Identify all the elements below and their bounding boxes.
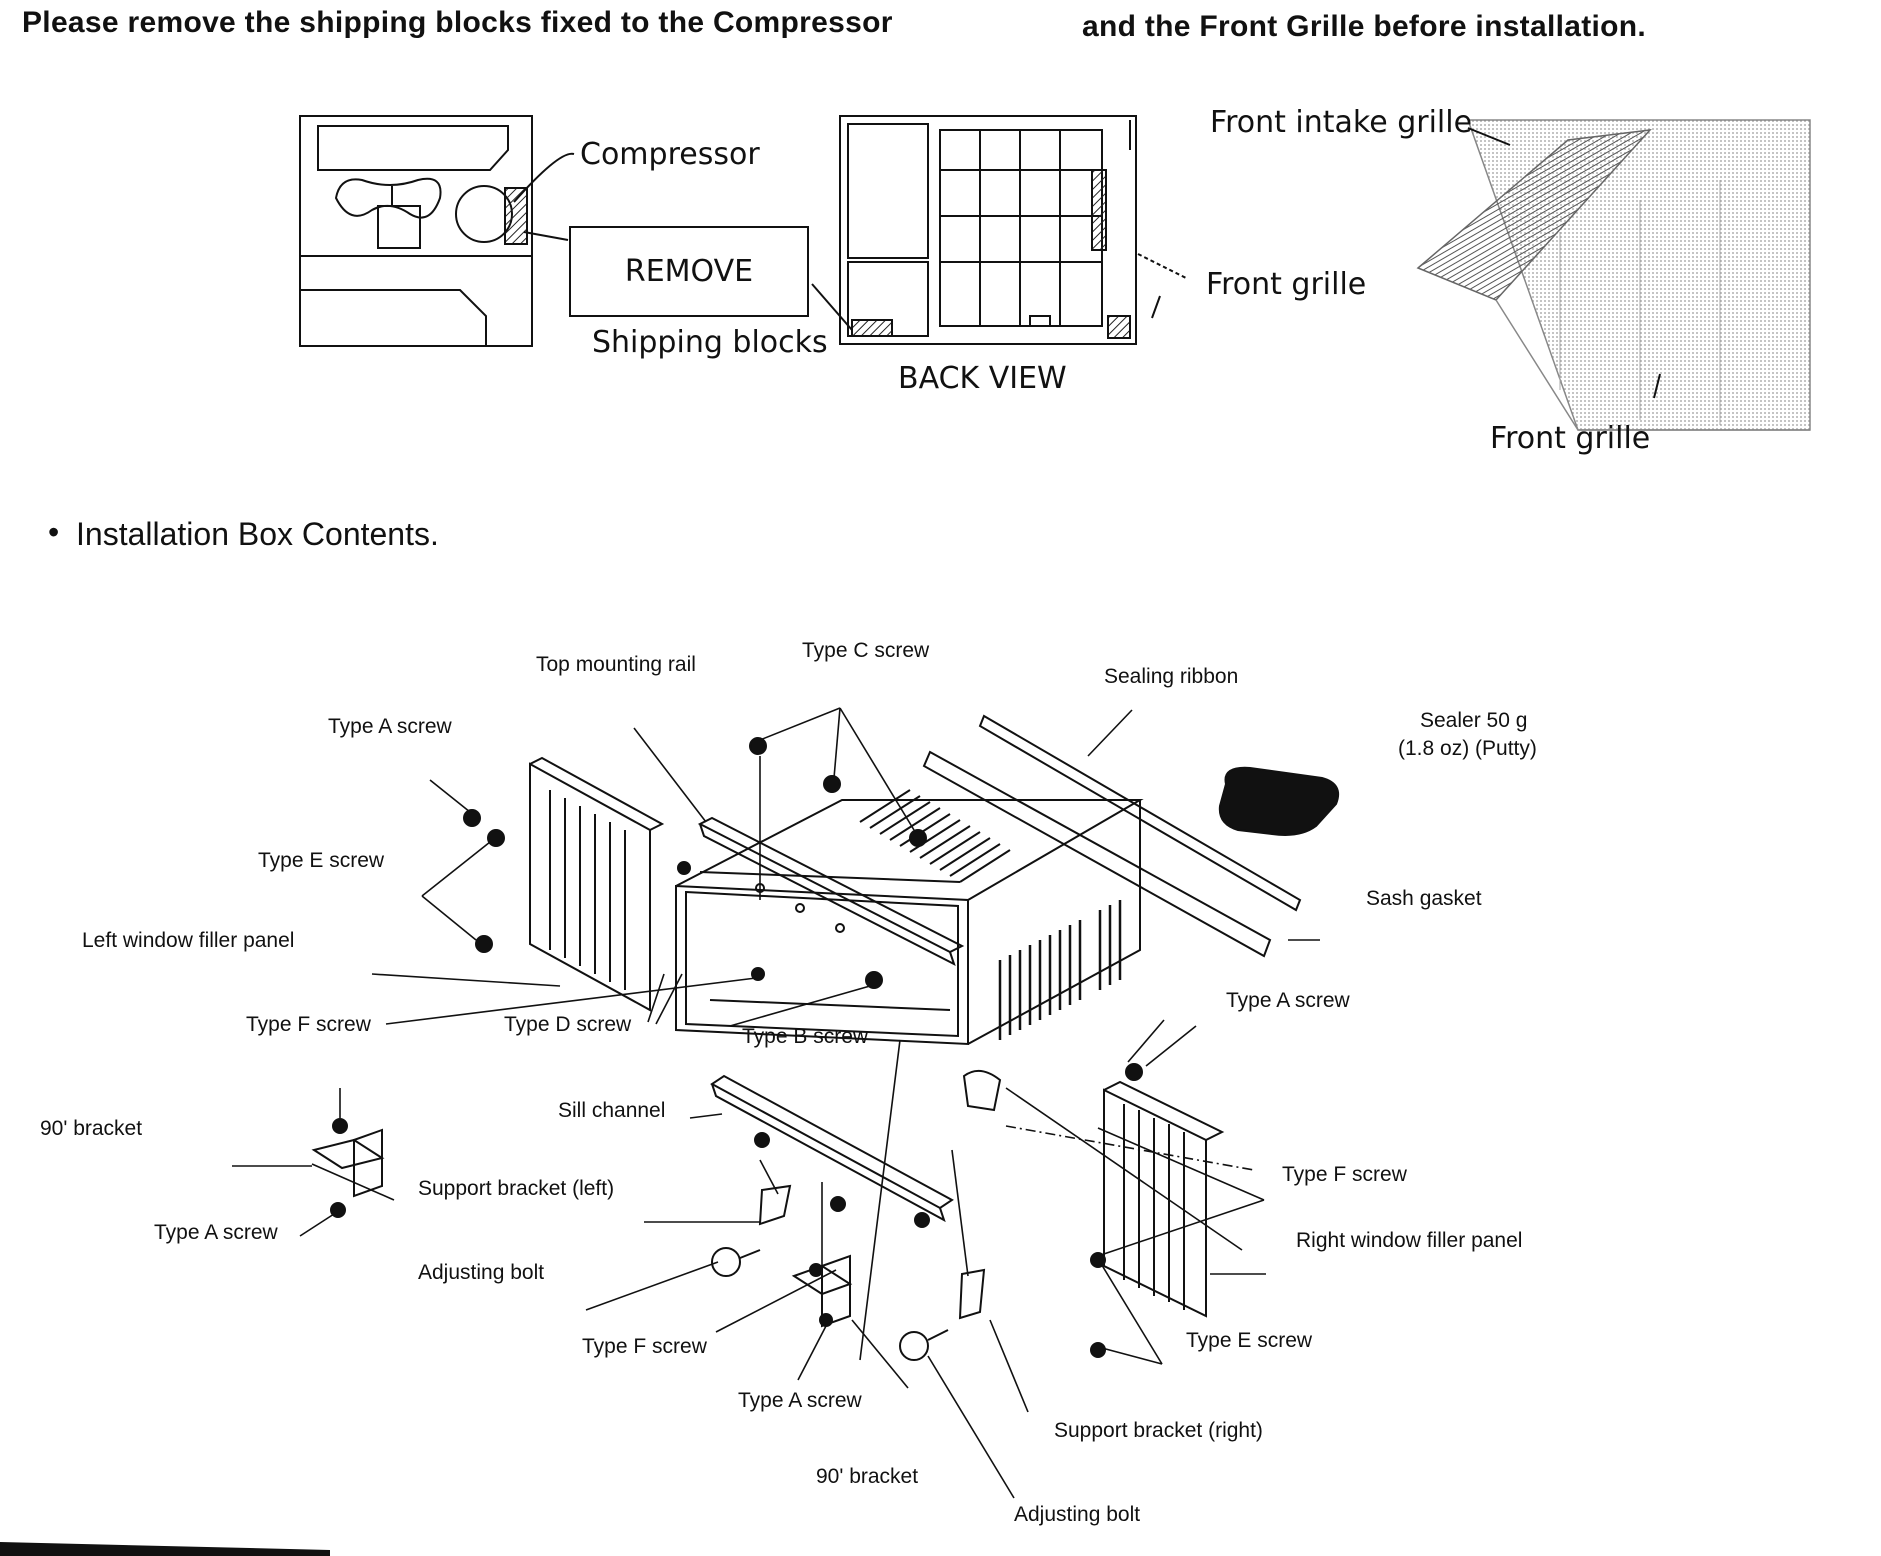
label-front-grille-bottom: Front grille: [1490, 421, 1651, 456]
sealer-putty-drawing: [1218, 766, 1340, 836]
left-filler-panel-drawing: [529, 756, 665, 1012]
leader-lines: [232, 707, 1320, 1499]
section-bullet: •: [48, 514, 60, 550]
label-front-grille-side: Front grille: [1206, 267, 1367, 302]
label-type-c-screw: Type C screw: [802, 639, 930, 662]
label-left-window-filler-panel: Left window filler panel: [82, 929, 295, 952]
label-adjusting-bolt-left: Adjusting bolt: [418, 1261, 545, 1284]
label-type-e-screw-left: Type E screw: [258, 849, 385, 872]
label-type-a-screw-top-left: Type A screw: [328, 715, 452, 738]
label-type-d-screw: Type D screw: [504, 1013, 632, 1036]
scan-edge-shadow: [0, 1542, 330, 1556]
air-conditioner-body: [675, 789, 1144, 1046]
bracket-90-drawings: [311, 1128, 853, 1328]
label-type-a-screw-bottom: Type A screw: [738, 1389, 862, 1412]
label-type-e-screw-right: Type E screw: [1186, 1329, 1313, 1352]
label-90-bracket-bottom: 90' bracket: [816, 1465, 919, 1488]
top-mounting-rail-drawing: [697, 816, 965, 967]
label-sealer-line1: Sealer 50 g: [1420, 709, 1528, 732]
sill-channel-drawing: [710, 1074, 954, 1223]
label-type-a-screw-bottom-left: Type A screw: [154, 1221, 278, 1244]
support-brackets-drawing: [758, 1069, 1002, 1320]
remove-box: REMOVE: [569, 226, 809, 317]
front-grille-drawing: [1416, 119, 1811, 431]
label-support-bracket-left: Support bracket (left): [418, 1177, 615, 1200]
instruction-right: and the Front Grille before installation…: [1082, 10, 1647, 43]
compressor-diagram: [299, 115, 575, 347]
label-right-window-filler-panel: Right window filler panel: [1296, 1229, 1523, 1252]
label-shipping-blocks: Shipping blocks: [592, 325, 828, 360]
section-title: Installation Box Contents.: [76, 516, 439, 552]
label-back-view: BACK VIEW: [898, 361, 1067, 396]
right-filler-panel-drawing: [1103, 1080, 1225, 1318]
label-type-f-screw-left: Type F screw: [246, 1013, 371, 1036]
label-sill-channel: Sill channel: [558, 1099, 666, 1122]
label-adjusting-bolt-bottom: Adjusting bolt: [1014, 1503, 1141, 1526]
adjusting-bolts-drawing: [711, 1247, 949, 1361]
label-sealing-ribbon: Sealing ribbon: [1104, 665, 1239, 688]
label-type-a-screw-right: Type A screw: [1226, 989, 1350, 1012]
label-top-mounting-rail: Top mounting rail: [536, 653, 696, 676]
sealing-ribbon-drawing: [922, 714, 1302, 958]
label-type-f-screw-bottom: Type F screw: [582, 1335, 707, 1358]
label-compressor: Compressor: [580, 137, 760, 172]
label-sash-gasket: Sash gasket: [1366, 887, 1482, 910]
label-type-b-screw: Type B screw: [742, 1025, 869, 1048]
label-sealer-line2: (1.8 oz) (Putty): [1398, 737, 1537, 760]
label-front-intake-grille: Front intake grille: [1210, 105, 1473, 140]
label-type-f-screw-right: Type F screw: [1282, 1163, 1407, 1186]
screws-drawing: [330, 737, 1143, 1358]
instruction-left: Please remove the shipping blocks fixed …: [22, 6, 893, 39]
label-support-bracket-right: Support bracket (right): [1054, 1419, 1263, 1442]
label-90-bracket-left: 90' bracket: [40, 1117, 143, 1140]
back-view-diagram: [811, 115, 1187, 345]
